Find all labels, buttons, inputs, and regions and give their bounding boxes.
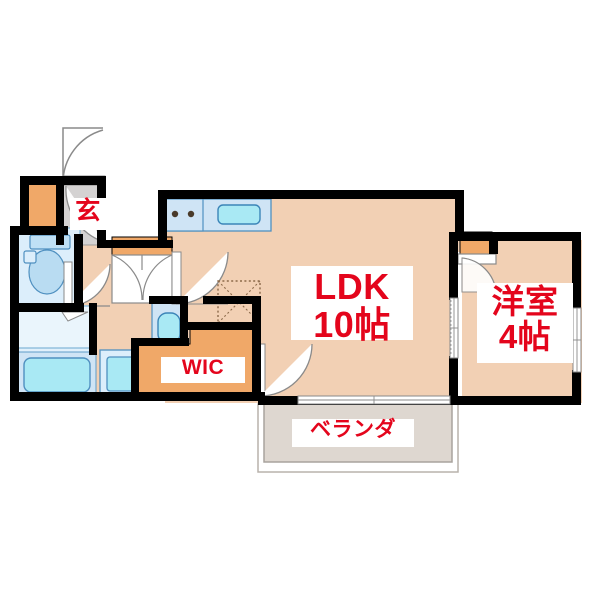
room-label-ldk: LDK 10帖 [291,266,413,343]
kitchen-counter [162,198,272,232]
bathroom-unit [17,305,97,399]
bathtub-fixture [23,357,91,393]
room-label-veranda: ベランダ [292,418,414,447]
stove-burner-left [171,210,179,218]
room-label-washitsu: 洋室 4帖 [477,283,573,363]
room-label-genkan: 玄 [70,198,106,230]
balcony-sliding-door [297,395,451,405]
bedroom-sliding-window [572,307,582,373]
veranda-area [257,403,459,473]
ldk-sliding-window [449,297,459,359]
room-label-wic: WIC [161,356,245,383]
sink-basin [217,204,261,225]
stove-burner-right [187,210,195,218]
